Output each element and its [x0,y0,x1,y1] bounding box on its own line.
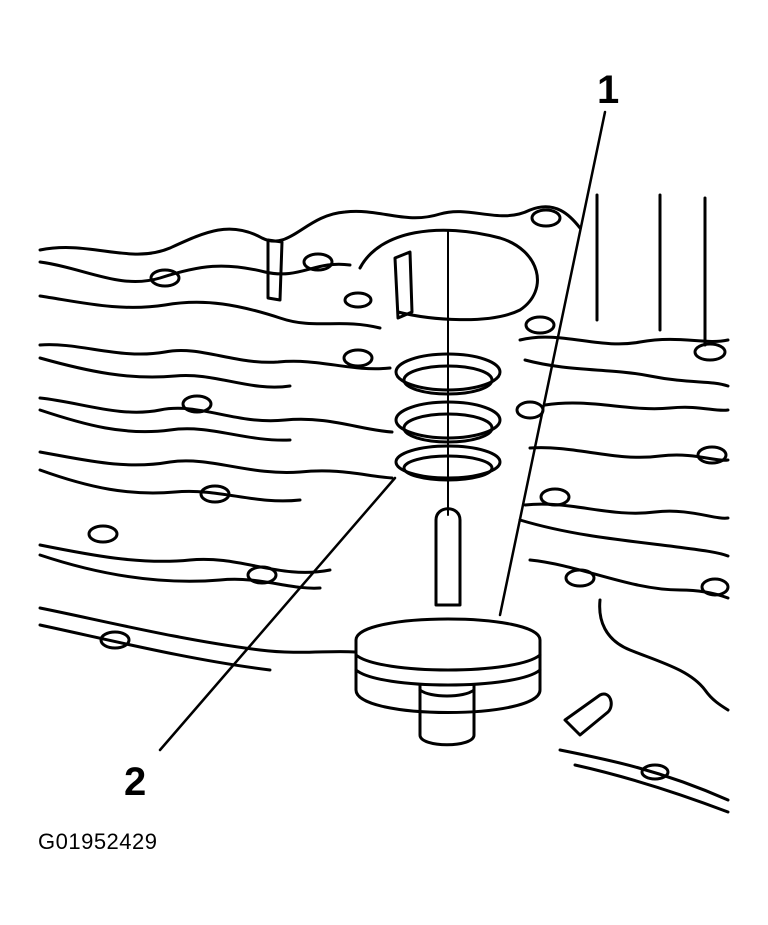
callout-number-1: 1 [597,68,620,112]
leader-line-1 [498,110,607,617]
callout-number-2: 2 [124,760,147,804]
plug-fitting [563,692,613,737]
figure-id-label: G01952429 [38,829,158,854]
piston [354,507,542,747]
leader-line-2 [158,476,397,752]
spring [394,352,502,482]
valve-body-casting [38,193,730,814]
